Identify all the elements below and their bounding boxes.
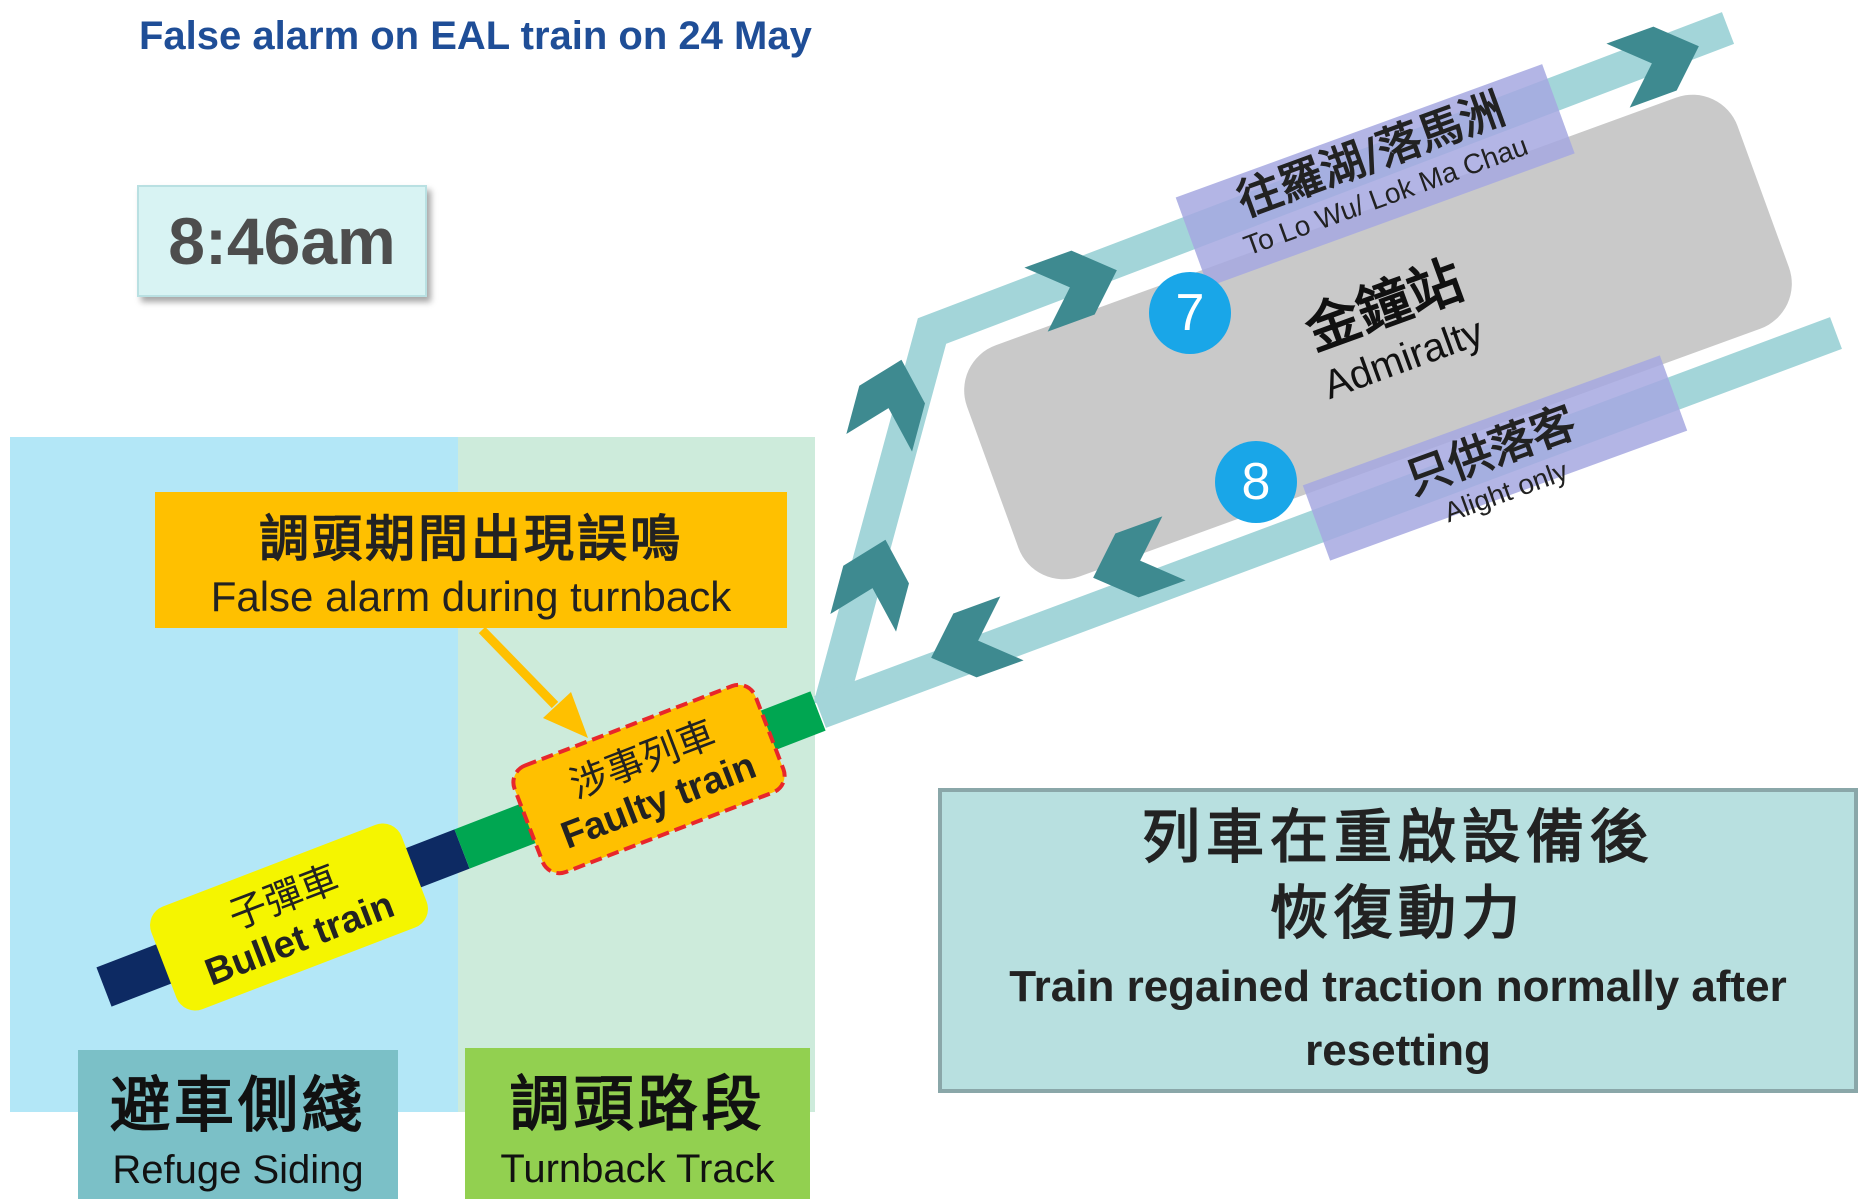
platform-7-badge — [1149, 272, 1231, 354]
bullet-train — [150, 823, 428, 1011]
platform-8-label-band — [1302, 355, 1688, 561]
result-zh-line1: 列車在重啟設備後 — [1141, 802, 1654, 871]
station-platform — [964, 94, 1792, 580]
platform-7-label-band — [1175, 64, 1575, 287]
arrow-left-2 — [931, 596, 1024, 678]
turnback-track-en: Turnback Track — [500, 1146, 775, 1191]
time-badge: 8:46am — [137, 185, 427, 297]
alarm-zh: 調頭期間出現誤鳴 — [259, 510, 683, 568]
result-box: 列車在重啟設備後 恢復動力 Train regained traction no… — [938, 788, 1858, 1093]
refuge-siding-zh: 避車側綫 — [110, 1070, 366, 1141]
arrow-right-1 — [1024, 250, 1117, 332]
alarm-pointer-arrow — [478, 626, 588, 738]
result-zh-line2: 恢復動力 — [1269, 878, 1526, 947]
turnback-track-label: 調頭路段 Turnback Track — [465, 1048, 810, 1199]
arrow-up-1 — [846, 359, 925, 452]
alarm-en: False alarm during turnback — [210, 573, 732, 620]
arrow-right-2 — [1606, 26, 1699, 108]
turnback-track-zh: 調頭路段 — [509, 1069, 766, 1140]
refuge-siding-label: 避車側綫 Refuge Siding — [78, 1050, 398, 1199]
platform-7-number: 7 — [1175, 284, 1205, 342]
arrow-up-2 — [830, 539, 909, 632]
platform-8-badge — [1215, 441, 1297, 523]
refuge-siding-en: Refuge Siding — [112, 1147, 364, 1192]
alarm-callout: 調頭期間出現誤鳴 False alarm during turnback — [155, 492, 787, 628]
page-title: False alarm on EAL train on 24 May — [139, 14, 812, 58]
platform-8-number: 8 — [1241, 453, 1271, 511]
direction-arrows — [830, 26, 1699, 678]
arrow-left-1 — [1093, 516, 1186, 598]
faulty-train — [511, 682, 787, 876]
result-en: Train regained traction normally after r… — [1009, 961, 1787, 1075]
